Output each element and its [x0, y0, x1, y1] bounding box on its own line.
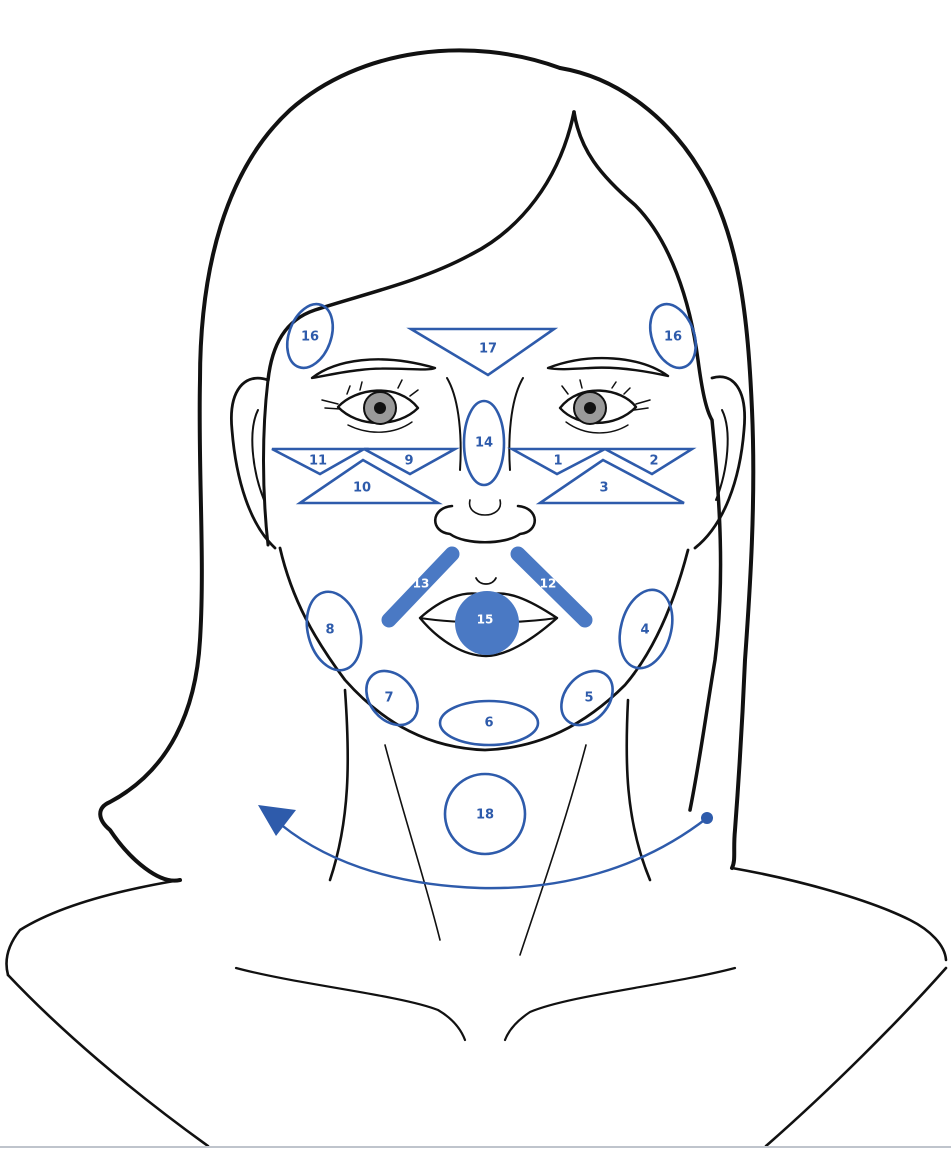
neck-right [627, 700, 650, 880]
zone-3-label: 3 [599, 481, 608, 496]
nose [435, 378, 535, 542]
zone-4-label: 4 [640, 623, 649, 638]
zone-16-right-label: 16 [664, 330, 682, 345]
arm-right [766, 968, 946, 1146]
zone-9-label: 9 [404, 454, 413, 469]
shoulder-right [732, 868, 946, 960]
bottom-divider [0, 1146, 951, 1148]
zone-7-label: 7 [384, 691, 393, 706]
collarbone-right [505, 968, 735, 1040]
neck-muscle-left [385, 745, 440, 940]
zone-12-label: 12 [540, 577, 557, 591]
hair-inner-left [264, 380, 269, 545]
hair-outer-left [100, 50, 560, 880]
neck-left [330, 690, 348, 880]
zone-13-label: 13 [413, 577, 430, 591]
eyes-and-brows [312, 358, 668, 433]
hair-inner-right [574, 112, 721, 810]
zone-11-label: 11 [309, 454, 327, 469]
philtrum [476, 578, 496, 584]
neck-muscle-right [520, 745, 586, 955]
nose-tip [470, 500, 501, 515]
zone-14-label: 14 [475, 436, 493, 451]
zone-18-label: 18 [476, 808, 494, 823]
zone-6-label: 6 [484, 716, 493, 731]
shoulder-left [7, 880, 181, 975]
zone-1-label: 1 [553, 454, 562, 469]
neck-and-shoulders [7, 690, 947, 1146]
zone-17-label: 17 [479, 342, 497, 357]
face-outline [231, 377, 744, 750]
zone-8-label: 8 [325, 623, 334, 638]
eye-left-pupil [374, 402, 386, 414]
arrow-start-dot [701, 812, 713, 824]
zone-16-left-label: 16 [301, 330, 319, 345]
eyebrow-left [312, 359, 435, 378]
zone-15-label: 15 [477, 613, 494, 627]
zone-10-label: 10 [353, 481, 371, 496]
nose-base [435, 506, 535, 542]
zone-2-label: 2 [649, 454, 658, 469]
zone-5-label: 5 [584, 691, 593, 706]
collarbone-left [236, 968, 465, 1040]
nose-bridge-left [447, 378, 461, 470]
eyebrow-right [548, 358, 668, 376]
nose-bridge-right [509, 378, 523, 470]
arm-left [8, 975, 208, 1146]
zones: 16 16 17 14 11 9 10 1 2 3 13 12 [272, 298, 704, 854]
eye-right-pupil [584, 402, 596, 414]
